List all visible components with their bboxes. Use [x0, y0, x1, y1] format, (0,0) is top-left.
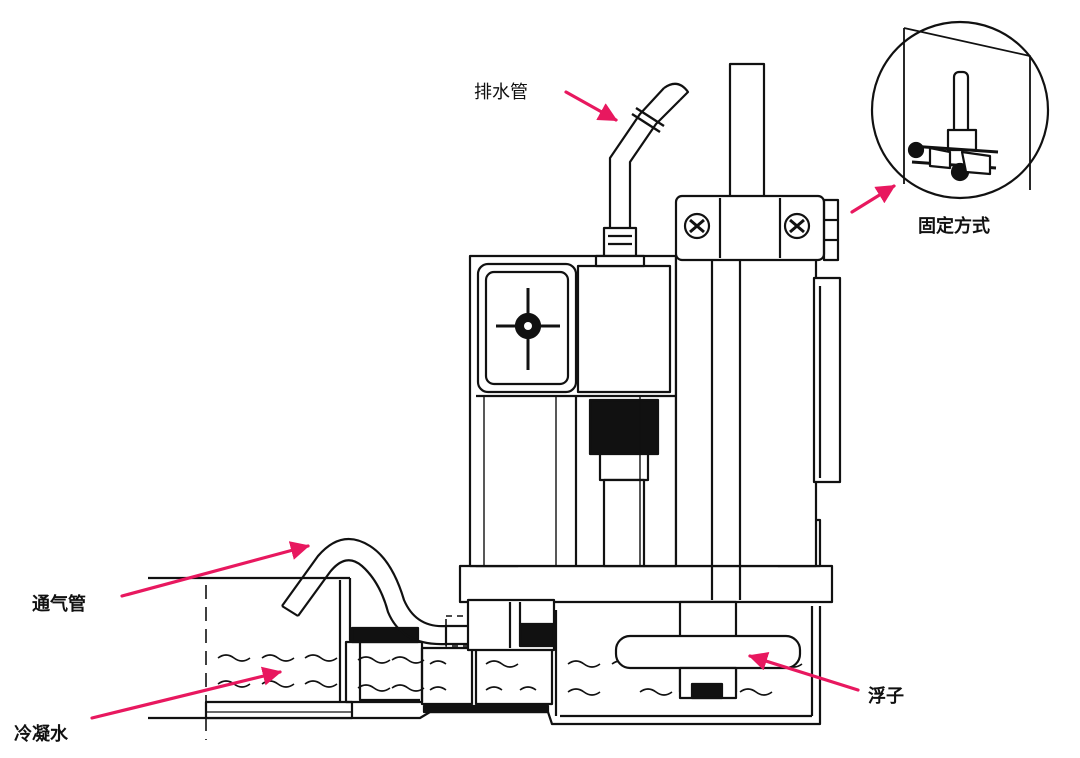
support-column [674, 62, 842, 600]
arrow-vent-pipe [120, 541, 310, 598]
arrow-mounting-method [850, 184, 896, 214]
mounting-inset [870, 20, 1050, 200]
arrow-condensate [90, 666, 282, 720]
label-mounting-method: 固定方式 [918, 216, 990, 237]
arrow-drain-pipe [564, 90, 618, 122]
label-float: 浮子 [868, 686, 904, 707]
float [614, 600, 802, 700]
drain-pipe [594, 82, 690, 268]
annotation-arrows [90, 90, 896, 720]
label-condensate: 冷凝水 [14, 724, 68, 745]
pump-body [468, 254, 678, 568]
label-vent-pipe: 通气管 [32, 594, 86, 615]
arrow-float [748, 652, 860, 692]
label-drain-pipe: 排水管 [474, 82, 528, 103]
